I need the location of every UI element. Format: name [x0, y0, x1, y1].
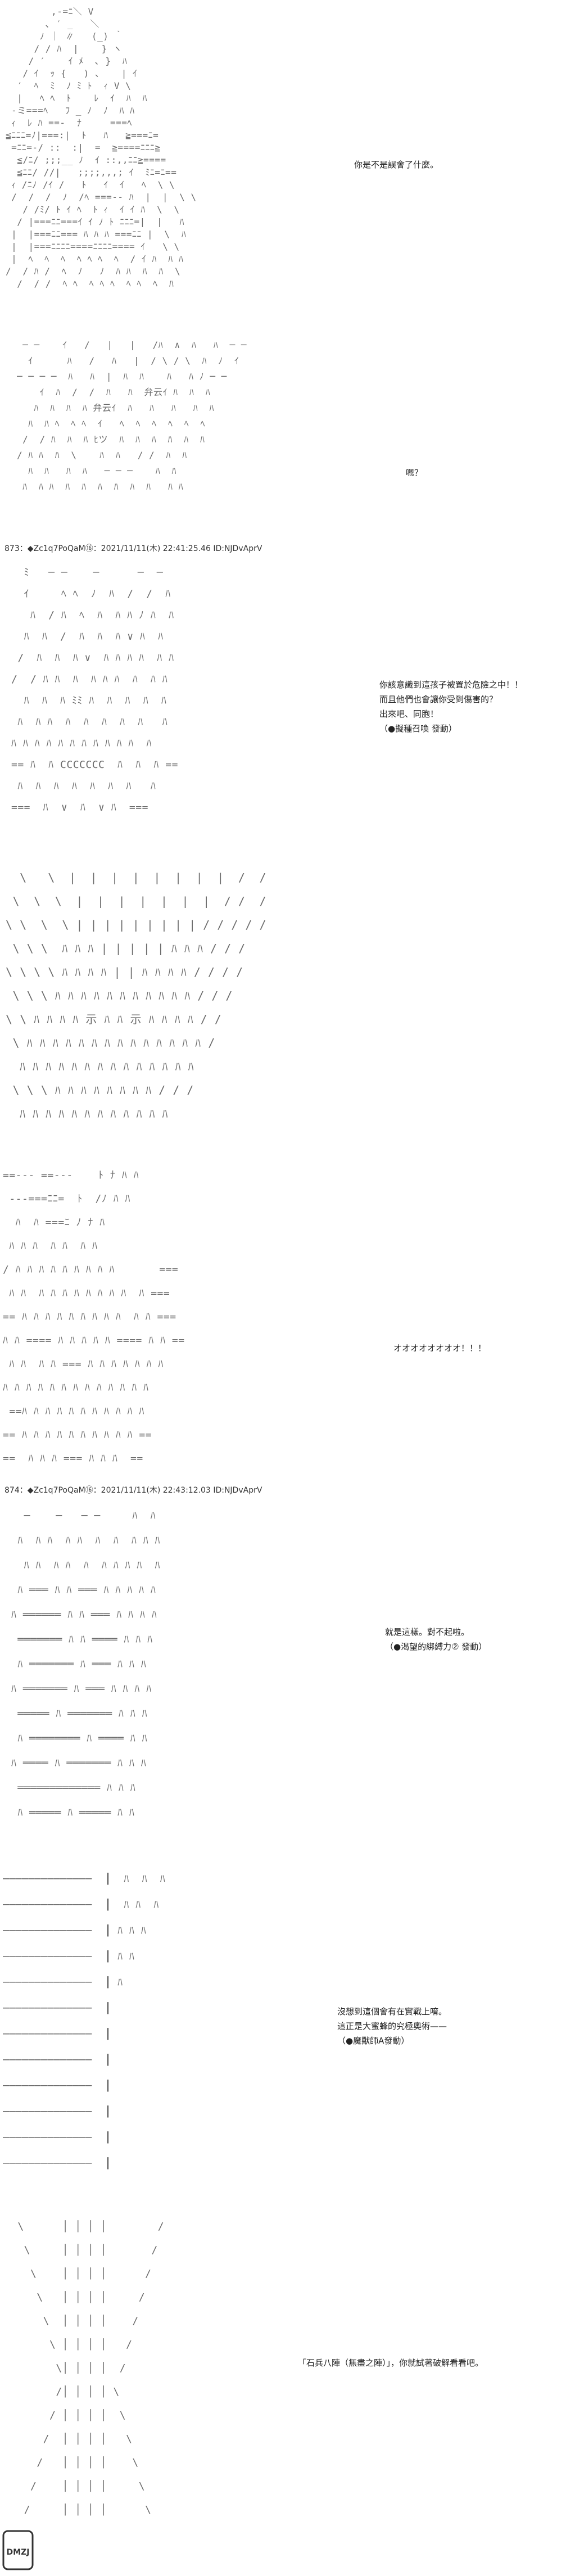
dialog-3: 你該意識到這孩子被置於危險之中！！ 而且他們也會讓你受到傷害的？ 出來吧、同胞！… [379, 677, 523, 736]
ascii-art-figure-4: \ \ | | | | | | | | / / \ \ \ | | | | | … [6, 871, 267, 1120]
ascii-art-figure-6: ─ ─ ─ ─ ﾊ ﾊ ﾊ ﾊ ﾊ ﾊ ﾊ ﾊ ﾊ ﾊ ﾊ ﾊ ﾊ ﾊ ﾊ ﾊ … [11, 1510, 161, 1819]
dialog-line: 你該意識到這孩子被置於危險之中！！ [379, 680, 523, 690]
post-header-873: 873：◆Zc1q7PoQaM⑯：2021/11/11(木) 22:41:25.… [4, 544, 262, 553]
dialog-line: （●渴望的綁縛力② 發動） [385, 1642, 487, 1652]
dialog-line: 沒想到這個會有在實戰上唷。 [337, 2006, 447, 2017]
dialog-line: オオオオオオオオ！！！ [393, 1343, 487, 1353]
dialog-line: 出來吧、同胞！ [379, 709, 439, 719]
dialog-1: 你是不是誤會了什麼。 [354, 157, 438, 172]
dialog-line: 這正是大蜜蜂的究極奧術—— [337, 2021, 447, 2031]
dialog-4: オオオオオオオオ！！！ [393, 1341, 486, 1355]
ascii-art-figure-1: ,-=ﾆ＼ V ､ ′ _ ＼ ﾉ ｜ ∥ (_) ｀ / / ﾊ | } ヽ … [6, 6, 197, 289]
ascii-art-figure-2: ─ ─ ｲ / | | /ﾊ ∧ ﾊ ﾊ ─ ─ ｲ ﾊ / ﾊ | / \ /… [17, 340, 247, 492]
dmzj-logo: DMZJ [2, 2530, 34, 2570]
ascii-art-figure-8: \ │ │ │ │ / \ │ │ │ │ / \ │ │ │ │ / \ │ … [17, 2221, 165, 2516]
dialog-line: 嗯？ [406, 468, 423, 478]
svg-text:DMZJ: DMZJ [7, 2548, 30, 2557]
post-header-874: 874：◆Zc1q7PoQaM⑯：2021/11/11(木) 22:43:12.… [4, 1486, 262, 1495]
dialog-line: （●魔獸師A發動） [337, 2036, 410, 2046]
ascii-art-figure-5: ==--- ==--- ﾄ ﾅ ﾊ ﾊ ---===ﾆﾆ= ﾄ /ﾉ ﾊ ﾊ ﾊ… [3, 1169, 185, 1465]
dialog-line: 「石兵八陣（無盡之陣）」，你就試著破解看看吧。 [298, 2358, 484, 2368]
dialog-line: （●擬種召喚 發動） [379, 724, 457, 734]
dialog-line: 而且他們也會讓你受到傷害的？ [379, 694, 498, 704]
dialog-7: 「石兵八陣（無盡之陣）」，你就試著破解看看吧。 [298, 2356, 483, 2370]
dialog-6: 沒想到這個會有在實戰上唷。 這正是大蜜蜂的究極奧術—— （●魔獸師A發動） [337, 2004, 447, 2048]
dialog-line: 就是這樣。對不起啦。 [385, 1627, 470, 1637]
ascii-art-figure-3: ﾐ ─ ─ ─ ─ ─ ｲ ﾍ ﾍ ﾉ ﾊ / / ﾊ ﾊ / ﾊ ﾍ ﾊ ﾊ … [11, 567, 178, 814]
dialog-5: 就是這樣。對不起啦。 （●渴望的綁縛力② 發動） [385, 1625, 487, 1654]
ascii-art-figure-7: ────────────── ┃ ﾊ ﾊ ﾊ ────────────── ┃ … [3, 1873, 166, 2170]
dialog-2: 嗯？ [406, 466, 423, 480]
dialog-line: 你是不是誤會了什麼。 [354, 160, 439, 170]
